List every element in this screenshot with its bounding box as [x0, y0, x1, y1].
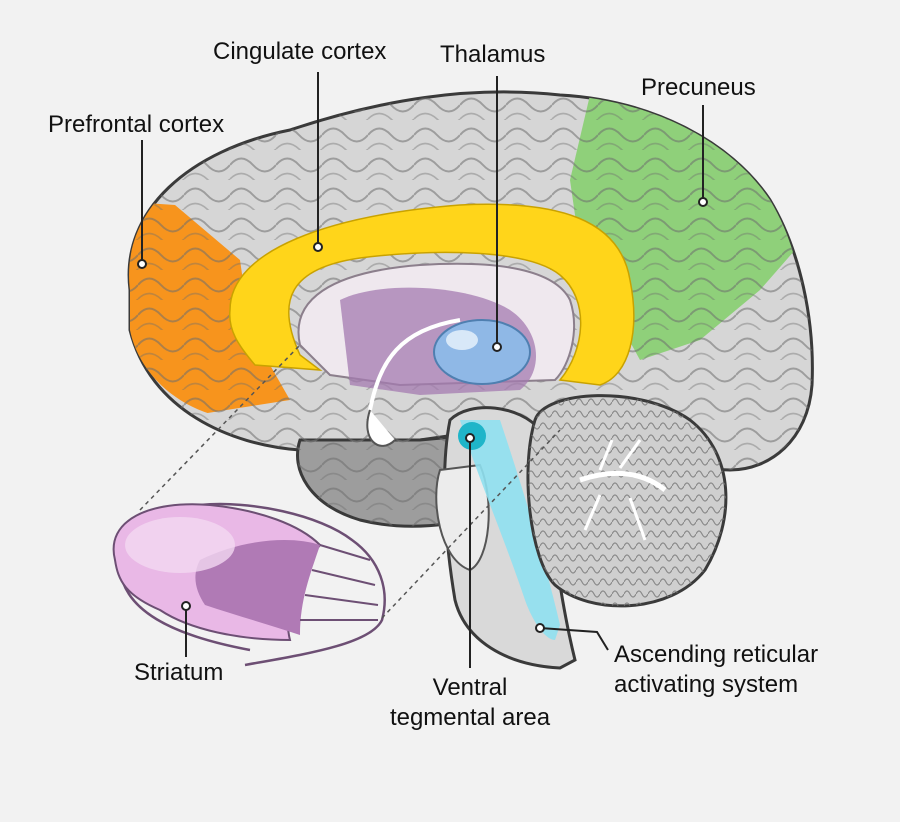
leader-lines	[141, 72, 704, 668]
thalamus-region	[433, 319, 531, 385]
label-precuneus: Precuneus	[641, 74, 756, 101]
label-striatum: Striatum	[134, 659, 224, 686]
label-ventral-tegmental-area: Ventral tegmental area	[380, 673, 560, 733]
aras-line-2: activating system	[614, 671, 799, 698]
label-thalamus: Thalamus	[440, 41, 546, 68]
leader-dots	[137, 197, 708, 633]
pons	[435, 463, 490, 572]
aras-region	[460, 420, 560, 640]
cingulate-region	[229, 203, 635, 386]
label-prefrontal-cortex: Prefrontal cortex	[48, 111, 225, 138]
vta-line-2: tegmental area	[389, 704, 551, 731]
vta-line-1: Ventral	[432, 674, 508, 701]
label-cingulate-cortex: Cingulate cortex	[213, 38, 387, 65]
label-ascending-reticular-activating-system: Ascending reticular activating system	[614, 640, 818, 700]
aras-line-1: Ascending reticular	[614, 641, 819, 668]
striatum-inset-frame	[118, 502, 386, 667]
